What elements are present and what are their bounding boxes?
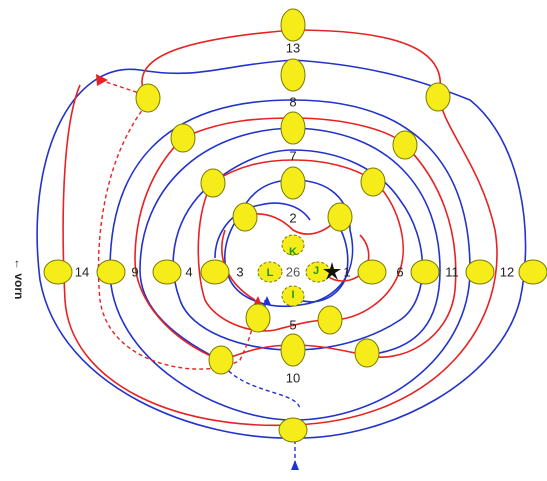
- number-4: 4: [185, 265, 192, 280]
- number-5: 5: [289, 318, 296, 333]
- number-7: 7: [289, 149, 296, 164]
- center-number: 26: [286, 265, 300, 280]
- inner-markers: [257, 234, 331, 307]
- number-9: 9: [131, 265, 138, 280]
- star-icon: [323, 262, 341, 280]
- number-1: 1: [343, 265, 350, 280]
- badge-i: I: [291, 289, 294, 301]
- number-12: 12: [500, 265, 514, 280]
- number-11: 11: [445, 265, 459, 280]
- red-dashed: [97, 79, 259, 370]
- number-6: 6: [396, 265, 403, 280]
- blue-arrow-center-icon: [263, 296, 271, 305]
- badge-l: L: [267, 267, 274, 279]
- number-3: 3: [236, 265, 243, 280]
- blue-arrow-bottom-icon: [291, 460, 299, 470]
- number-labels: 13 8 7 2 5 10 14 9 4 3 1 6 11 12 26: [75, 41, 514, 386]
- number-13: 13: [286, 41, 300, 56]
- red-lines: [62, 29, 498, 427]
- yellow-markers: [43, 8, 547, 443]
- number-14: 14: [75, 265, 89, 280]
- front-direction-label: ← vorn: [12, 258, 26, 299]
- red-arrow-top-icon: [96, 74, 108, 86]
- number-10: 10: [286, 371, 300, 386]
- number-8: 8: [289, 95, 296, 110]
- blue-lines: [36, 59, 527, 439]
- letter-badges: K L J I: [267, 246, 319, 301]
- badge-j: J: [313, 265, 319, 277]
- badge-k: K: [289, 246, 297, 258]
- number-2: 2: [289, 211, 296, 226]
